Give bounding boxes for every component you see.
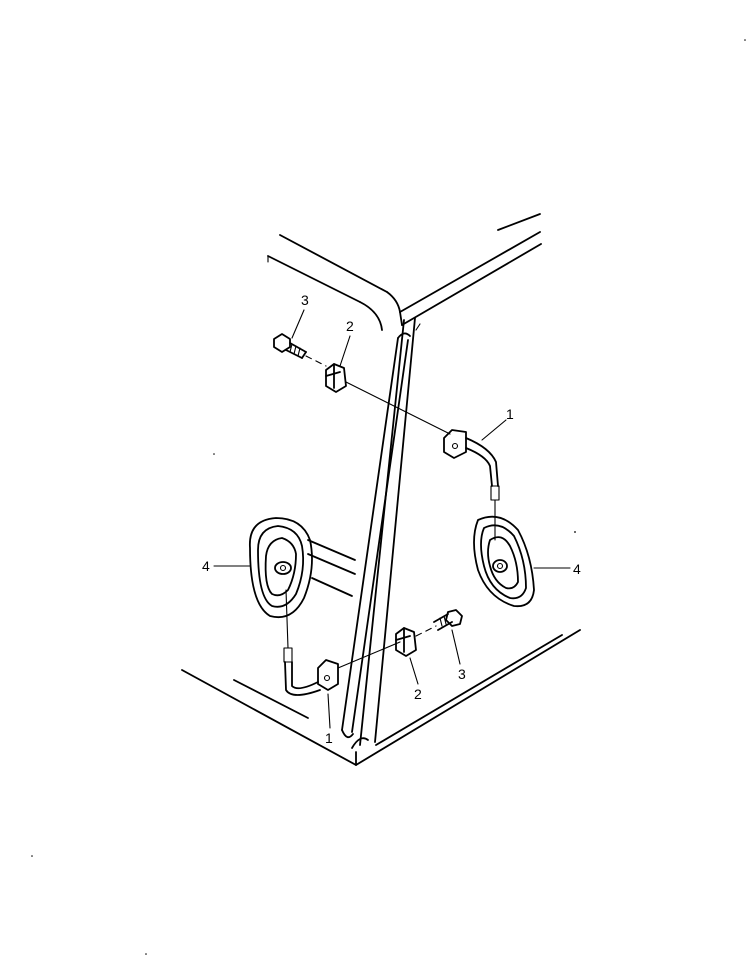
callout-3-upper: 3 — [301, 292, 309, 308]
upper-mirror — [473, 515, 535, 608]
lower-mirror-leader — [285, 589, 289, 649]
callout-1-upper: 1 — [506, 406, 514, 422]
lower-mirror-stay — [283, 647, 339, 696]
callout-3-lower: 3 — [458, 666, 466, 682]
upper-bolt — [273, 333, 307, 359]
lower-mirror — [249, 517, 313, 619]
scan-specks — [31, 39, 746, 955]
lower-clamp — [395, 627, 417, 657]
lower-bolt-leader — [415, 625, 437, 637]
callout-4-right: 4 — [573, 561, 581, 577]
upper-mirror-stay — [443, 429, 500, 501]
callout-leaders — [213, 309, 571, 729]
upper-clamp — [325, 363, 347, 393]
callout-1-lower: 1 — [325, 730, 333, 746]
lower-bolt — [433, 609, 463, 631]
upper-clamp-leader — [345, 381, 451, 435]
callout-4-left: 4 — [202, 558, 210, 574]
cab-body — [181, 213, 581, 766]
upper-bolt-leader — [305, 355, 327, 367]
callout-2-lower: 2 — [414, 686, 422, 702]
lower-stay-leader — [337, 641, 401, 669]
callout-2-upper: 2 — [346, 318, 354, 334]
